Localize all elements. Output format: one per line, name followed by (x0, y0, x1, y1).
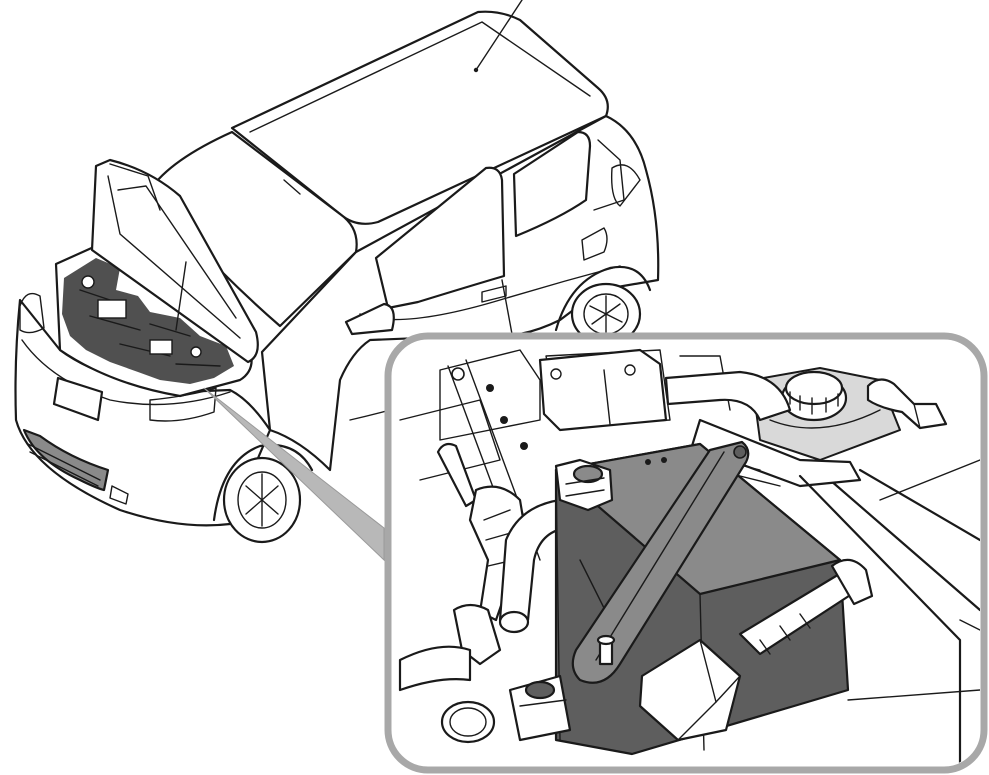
wiring-harness (398, 442, 532, 692)
left-headlamp (19, 292, 45, 334)
open-hood (90, 158, 259, 364)
engine-compartment (54, 244, 253, 398)
reservoir-cap (780, 370, 848, 422)
positive-terminal (738, 558, 874, 656)
front-wheel (212, 444, 314, 544)
vehicle (14, 0, 660, 544)
door-handle (481, 285, 507, 303)
license-plate (52, 376, 104, 422)
fuel-door (581, 227, 608, 261)
windshield (148, 130, 358, 328)
negative-terminal (554, 458, 614, 512)
front-side-window (374, 166, 506, 310)
battery-hold-down-clamp (571, 440, 750, 684)
rear-side-window (512, 130, 592, 238)
vehicle-roof (230, 10, 609, 225)
right-headlamp (149, 387, 217, 422)
rear-lamp (610, 164, 641, 207)
front-grille (22, 428, 110, 492)
callout-wedge (203, 387, 385, 562)
detail-inset (384, 332, 988, 774)
rear-wheel (554, 265, 652, 346)
fuse-cover (638, 638, 742, 742)
leader-line (475, 0, 523, 71)
side-mirror (344, 302, 395, 336)
